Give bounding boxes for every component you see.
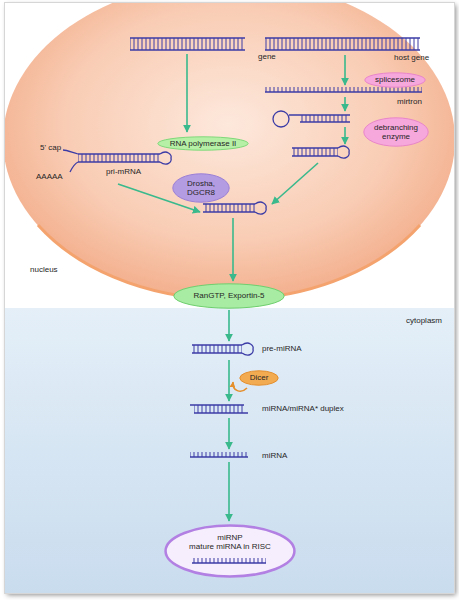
oval-shape	[158, 137, 248, 150]
oval-shape	[173, 174, 229, 202]
cytoplasm-band: cytoplasmDicer miRNPmature miRNA in RISC	[5, 308, 454, 593]
oval-shape	[365, 73, 425, 87]
oval-shape	[174, 284, 284, 308]
complex-oval: miRNPmature miRNA in RISC	[164, 524, 296, 578]
molecule-label: miRNA/miRNA* duplex	[262, 404, 344, 413]
node-text: RNA polymerase II	[170, 139, 237, 148]
node-text: debranching enzyme	[370, 123, 422, 141]
region-label: nucleus	[30, 265, 58, 274]
molecule-label: mirtron	[397, 97, 422, 106]
oval-shape	[166, 526, 295, 577]
enzyme-oval: Dicer	[239, 370, 279, 386]
node-text: Dicer	[250, 373, 269, 382]
oval-shape	[240, 371, 278, 385]
oval-shape	[364, 118, 428, 146]
enzyme-oval: debranching enzyme	[363, 117, 429, 147]
nucleus-outline	[5, 3, 454, 303]
nucleus-region: nucleus splicesome debranching enzymeRNA p…	[5, 3, 454, 303]
molecule-label: 5' cap	[40, 143, 61, 152]
molecule-label: miRNA	[262, 451, 287, 460]
enzyme-oval: Drosha, DGCR8	[172, 173, 230, 203]
molecule-label: AAAAA	[36, 172, 63, 181]
region-label: cytoplasm	[406, 316, 442, 325]
node-text: Drosha, DGCR8	[180, 179, 222, 197]
node-text: mature miRNA in RISC	[189, 542, 271, 551]
molecule-label: gene	[258, 52, 276, 61]
node-text: splicesome	[375, 75, 415, 84]
enzyme-oval: RNA polymerase II	[157, 136, 249, 151]
node-text: miRNP	[217, 533, 242, 542]
enzyme-oval: splicesome	[364, 72, 426, 88]
node-text: RanGTP, Exportin-5	[194, 291, 265, 300]
nucleus-body	[5, 3, 454, 300]
figure-panel: nucleus splicesome debranching enzymeRNA p…	[5, 3, 454, 593]
molecule-label: host gene	[394, 53, 429, 62]
molecule-label: pre-miRNA	[262, 344, 302, 353]
export-oval: RanGTP, Exportin-5	[173, 283, 285, 309]
molecule-label: pri-mRNA	[106, 167, 141, 176]
